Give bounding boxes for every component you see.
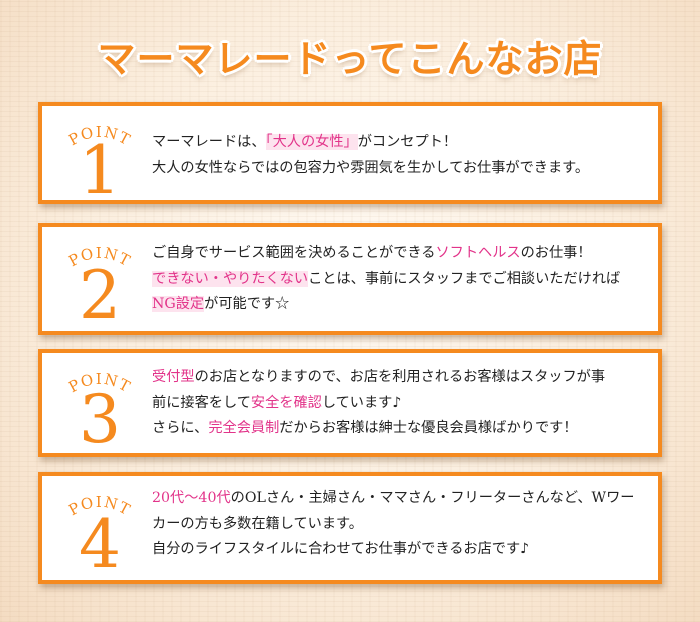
point-text-line: さらに、完全会員制だからお客様は紳士な優良会員様ばかりです！ (152, 416, 644, 442)
text-segment: がコンセプト！ (357, 134, 458, 150)
text-segment: さらに、 (152, 420, 209, 436)
point-text-line: 大人の女性ならではの包容力や雰囲気を生かしてお仕事ができます。 (152, 156, 644, 182)
point-card-3: POINT 3 受付型のお店となりますので、お店を利用されるお客様はスタッフが事… (38, 349, 662, 457)
point-badge: POINT 2 (50, 227, 150, 331)
highlight-text: 完全会員制 (208, 420, 280, 436)
point-text-line: マーマレードは、「大人の女性」がコンセプト！ (152, 130, 644, 156)
point-text: 20代〜40代のOLさん・主婦さん・ママさん・フリーターさんなど、Wワーカーの方… (152, 486, 644, 563)
point-badge: POINT 3 (50, 353, 150, 453)
text-segment: 前に接客をして (152, 394, 251, 411)
highlight-text: NG設定 (152, 296, 205, 312)
point-number: 1 (79, 132, 121, 209)
text-segment: マーマレードは、 (152, 134, 266, 150)
point-text-line: 前に接客をして安全を確認しています♪ (152, 391, 644, 417)
point-label-arc: POINT (66, 370, 133, 396)
point-card-4: POINT 4 20代〜40代のOLさん・主婦さん・ママさん・フリーターさんなど… (38, 472, 662, 584)
point-text-line: カーの方も多数在籍しています。 (152, 512, 644, 538)
point-text: 受付型のお店となりますので、お店を利用されるお客様はスタッフが事前に接客をして安… (152, 365, 644, 442)
highlight-text: 安全を確認 (250, 394, 322, 411)
point-card-1: POINT 1 マーマレードは、「大人の女性」がコンセプト！ 大人の女性ならではの… (38, 102, 662, 204)
text-segment: しています♪ (321, 394, 402, 411)
point-text: ご自身でサービス範囲を決めることができるソフトヘルスのお仕事！できない・やりたく… (152, 241, 644, 318)
point-number: 3 (79, 381, 121, 458)
text-segment: ことは、事前にスタッフまでご相談いただければ (308, 270, 621, 287)
highlight-text: ソフトヘルス (435, 245, 521, 261)
point-number: 2 (79, 257, 121, 334)
text-segment: のお店となりますので、お店を利用されるお客様はスタッフが事 (194, 369, 606, 385)
point-text-line: 受付型のお店となりますので、お店を利用されるお客様はスタッフが事 (152, 365, 644, 391)
text-segment: のOLさん・主婦さん・ママさん・フリーターさんなど、Wワー (230, 490, 635, 506)
point-text-line: NG設定が可能です☆ (152, 292, 644, 318)
point-badge: POINT 4 (50, 476, 150, 580)
point-text: マーマレードは、「大人の女性」がコンセプト！ 大人の女性ならではの包容力や雰囲気を… (152, 130, 644, 181)
highlight-text: 受付型 (152, 369, 195, 385)
point-label-arc: POINT (66, 493, 133, 519)
text-segment: ご自身でサービス範囲を決めることができる (152, 245, 436, 261)
text-segment: が可能です☆ (204, 296, 290, 312)
text-segment: 大人の女性ならではの包容力や雰囲気を生かしてお仕事ができます。 (152, 159, 590, 176)
highlight-text: できない・やりたくない (152, 270, 309, 287)
point-badge: POINT 1 (50, 106, 150, 204)
highlight-text: 20代〜40代 (152, 490, 231, 506)
point-card-2: POINT 2 ご自身でサービス範囲を決めることができるソフトヘルスのお仕事！で… (38, 223, 662, 335)
text-segment: 自分のライフスタイルに合わせてお仕事ができるお店です♪ (152, 541, 530, 557)
text-segment: のお仕事！ (520, 245, 592, 261)
point-number: 4 (79, 506, 121, 583)
page-title: マーマレードってこんなお店 (97, 37, 603, 81)
point-label-arc: POINT (66, 244, 133, 270)
point-label-arc: POINT (66, 123, 133, 149)
text-segment: カーの方も多数在籍しています。 (152, 515, 363, 532)
point-text-line: 20代〜40代のOLさん・主婦さん・ママさん・フリーターさんなど、Wワー (152, 486, 644, 512)
point-text-line: 自分のライフスタイルに合わせてお仕事ができるお店です♪ (152, 537, 644, 563)
text-segment: だからお客様は紳士な優良会員様ばかりです！ (279, 420, 578, 436)
point-text-line: ご自身でサービス範囲を決めることができるソフトヘルスのお仕事！ (152, 241, 644, 267)
highlight-text: 「大人の女性」 (265, 134, 358, 150)
point-text-line: できない・やりたくないことは、事前にスタッフまでご相談いただければ (152, 267, 644, 293)
